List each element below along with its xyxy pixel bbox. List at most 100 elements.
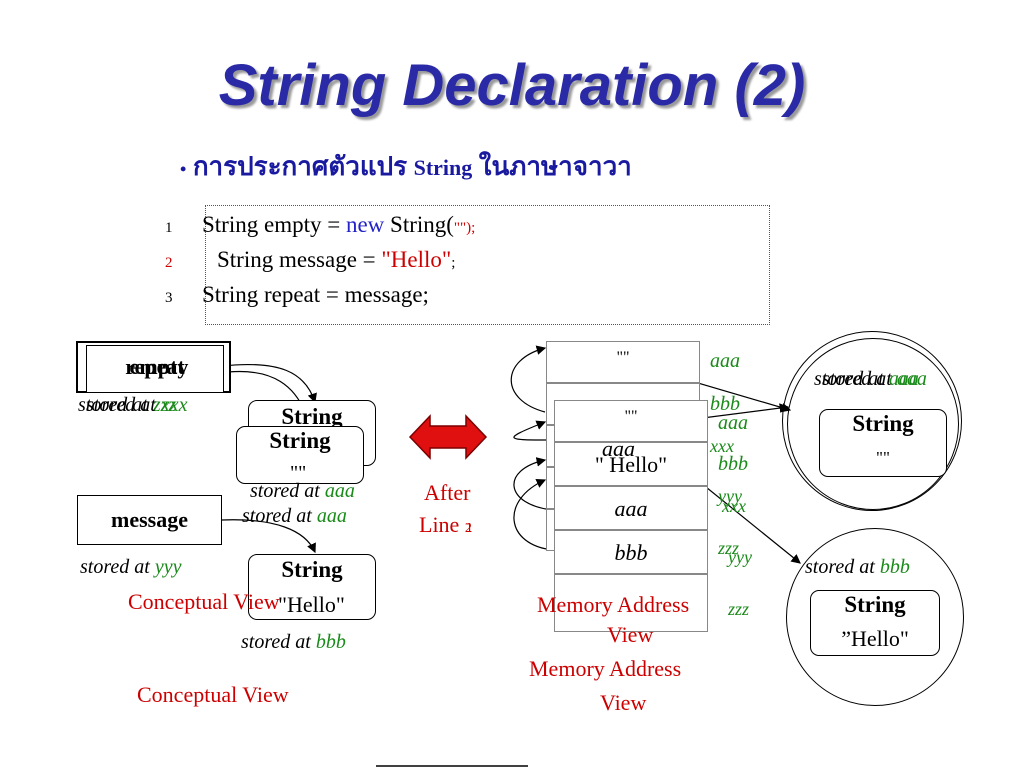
code-line-2-literal: "Hello" <box>381 247 452 272</box>
empty-stored-at: stored at xxx <box>86 394 187 417</box>
line-number-2: 2 <box>165 255 173 271</box>
slide-title: String Declaration (2) <box>218 53 806 118</box>
empty-string-value: "" <box>290 462 307 484</box>
message-variable-label: message <box>111 507 188 532</box>
line-number-b: 1 <box>465 521 473 536</box>
right-hello-string-type: String <box>844 592 906 617</box>
message-addr: yyy <box>154 556 182 578</box>
addr-label-xxx-2: xxx <box>722 496 746 516</box>
memory-view-label-ghost-a: Memory Address <box>537 592 690 617</box>
memory-cell-2-value: " Hello" <box>594 452 668 477</box>
code-line-1-literal: ""); <box>453 220 476 236</box>
memory-cell-4: bbb <box>554 530 708 574</box>
right-empty-string-type: String <box>852 411 914 436</box>
code-line-2-a: String message = <box>217 247 382 272</box>
addr-label-zzz-1: zzz <box>718 538 740 558</box>
hello-string-type-label: String <box>281 557 343 582</box>
message-stored-at: stored at yyy <box>80 556 181 579</box>
empty-stored-at-ghost: stored at zzz <box>78 394 176 417</box>
memory-view-label-b: View <box>600 690 647 715</box>
addr-label-zzz-2: zzz <box>728 599 750 619</box>
code-line-2: String message = "Hello"; <box>217 247 455 273</box>
empty-variable-box <box>86 345 224 393</box>
code-line-1: String empty = new String(""); <box>202 212 475 238</box>
right-empty-string-value: "" <box>876 448 890 467</box>
hello-string-object-box <box>248 554 376 620</box>
line-number-1: 1 <box>165 220 173 236</box>
stored-at-text: stored at <box>80 556 155 578</box>
addr-label-bbb-1: bbb <box>710 393 740 415</box>
code-line-1-new: new <box>345 212 385 237</box>
memory-cell-5 <box>554 574 708 632</box>
right-empty-stored-at: stored at aaa <box>822 368 927 391</box>
line-number-a: 2 <box>464 521 472 536</box>
addr-label-yyy-2: yyy <box>728 547 752 567</box>
empty-addr-ghost: zzz <box>152 394 177 416</box>
memory-cell-1-value: "" <box>624 408 638 425</box>
code-line-1-a: String empty = <box>202 212 346 237</box>
bullet-text: • การประกาศตัวแปร String ในภาษาจาวา <box>180 146 632 187</box>
empty-object-circle-outer <box>782 331 962 511</box>
code-box <box>205 205 770 325</box>
hello-object-circle <box>786 528 964 706</box>
memory-cell-3-value: aaa <box>614 496 648 521</box>
empty-object-circle <box>787 338 959 510</box>
right-empty-string-box <box>819 409 947 477</box>
conceptual-view-label-ghost: Conceptual View <box>128 589 280 614</box>
message-variable-box <box>77 495 222 545</box>
memory-cell-back-1-value: "" <box>616 349 630 366</box>
after-label: After <box>424 480 471 505</box>
right-empty-addr: aaa <box>896 368 927 390</box>
line-word: Line <box>419 512 465 537</box>
memory-view-label-a: Memory Address <box>529 656 682 681</box>
memory-cell-4-value: bbb <box>614 540 648 565</box>
addr-label-xxx-1: xxx <box>710 436 734 456</box>
addr-label-yyy-1: yyy <box>718 486 742 506</box>
addr-label-aaa-1: aaa <box>710 350 740 372</box>
memory-cell-back-1: "" <box>546 341 700 383</box>
hello-object-addr: bbb <box>315 631 346 653</box>
line-number-3: 3 <box>165 290 173 306</box>
addr-label-bbb-2: bbb <box>718 453 748 475</box>
bullet-text-after: ในภาษาจาวา <box>472 152 632 181</box>
stored-at-text: stored at <box>250 480 325 502</box>
empty-object-stored-at-2: stored at aaa <box>242 505 347 528</box>
string-object-box <box>236 426 364 484</box>
memory-cell-3: aaa <box>554 486 708 530</box>
right-empty-stored-at-ghost: stored at aaa <box>814 368 919 391</box>
string-type-label-back: String <box>281 404 343 429</box>
right-empty-addr-ghost: aaa <box>888 368 919 390</box>
bullet-keyword: String <box>413 155 473 180</box>
memory-ghost-aaa: aaa <box>602 436 635 461</box>
stored-at-text: stored at <box>822 368 897 390</box>
stored-at-text: stored at <box>78 394 153 416</box>
hello-string-value: "Hello" <box>278 592 345 617</box>
right-hello-string-box <box>810 590 940 656</box>
bullet-text-before: การประกาศตัวแปร <box>192 152 414 181</box>
right-hello-stored-at: stored at bbb <box>805 556 910 579</box>
empty-object-addr: aaa <box>324 480 355 502</box>
empty-addr: xxx <box>160 394 188 416</box>
memory-cell-1: "" <box>554 400 708 442</box>
code-line-2-end: ; <box>451 255 456 271</box>
addr-label-aaa-2: aaa <box>718 412 748 434</box>
empty-object-addr-2: aaa <box>316 505 347 527</box>
bullet-marker: • <box>180 159 187 179</box>
stored-at-text: stored at <box>242 505 317 527</box>
memory-cell-2: " Hello" <box>554 442 708 486</box>
stored-at-text: stored at <box>241 631 316 653</box>
code-line-3: String repeat = message; <box>202 282 429 307</box>
stored-at-text: stored at <box>814 368 889 390</box>
empty-variable-label: empty <box>129 354 189 379</box>
right-hello-addr: bbb <box>879 556 910 578</box>
string-type-label: String <box>269 428 331 453</box>
right-hello-string-value: ”Hello" <box>841 626 909 651</box>
memory-view-label-ghost-b: View <box>607 622 654 647</box>
empty-ghost-label: repeat <box>125 354 185 379</box>
conceptual-view-label: Conceptual View <box>137 682 289 707</box>
empty-object-stored-at: stored at aaa <box>250 480 355 503</box>
hello-object-stored-at: stored at bbb <box>241 631 346 654</box>
stored-at-text: stored at <box>86 394 161 416</box>
